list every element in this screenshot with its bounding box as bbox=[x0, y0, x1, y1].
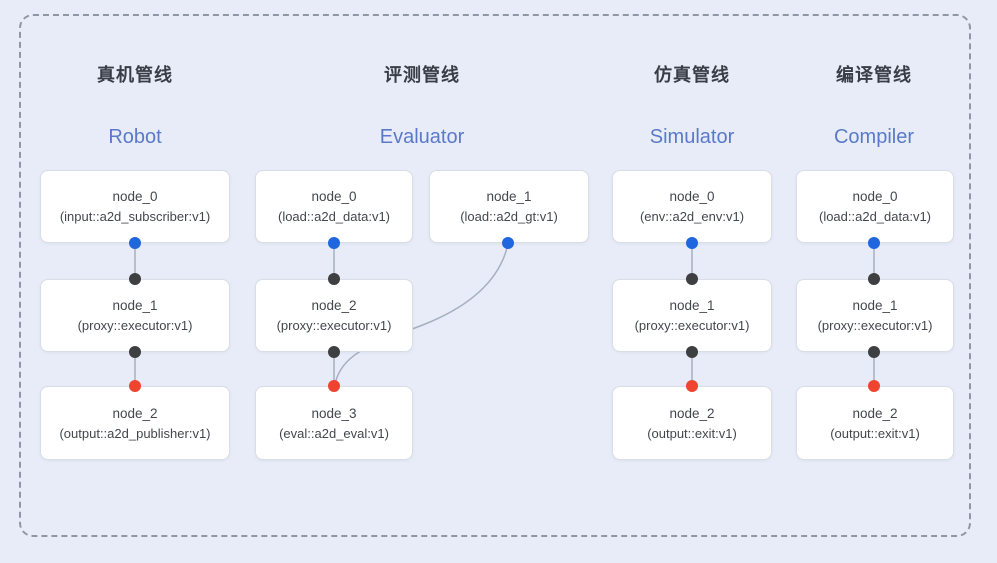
node-card-simulator-node0: node_0 (env::a2d_env:v1) bbox=[612, 170, 772, 243]
node-type: (load::a2d_data:v1) bbox=[818, 209, 932, 224]
node-name: node_2 bbox=[112, 405, 158, 421]
node-type: (output::exit:v1) bbox=[830, 425, 920, 441]
pipeline-title-en-evaluator: Evaluator bbox=[379, 126, 465, 148]
node-card-robot-node0: node_0 (input::a2d_subscriber:v1) bbox=[40, 170, 230, 243]
node-card-compiler-node0: node_0 (load::a2d_data:v1) bbox=[796, 170, 954, 243]
node-card-compiler-node1: node_1 (proxy::executor:v1) bbox=[796, 279, 954, 352]
node-card-evaluator-node2: node_2 (proxy::executor:v1) bbox=[255, 279, 413, 352]
node-name: node_2 bbox=[669, 405, 715, 421]
node-name: node_0 bbox=[669, 189, 715, 204]
node-name: node_2 bbox=[852, 405, 898, 421]
node-type: (proxy::executor:v1) bbox=[817, 318, 933, 333]
pipeline-title-en-simulator: Simulator bbox=[649, 126, 735, 148]
node-type: (proxy::executor:v1) bbox=[77, 318, 193, 333]
pipeline-title-zh-compiler: 编译管线 bbox=[836, 65, 912, 85]
pipeline-title-zh-evaluator: 评测管线 bbox=[384, 65, 460, 85]
node-card-simulator-node2: node_2 (output::exit:v1) bbox=[612, 386, 772, 460]
node-card-robot-node1: node_1 (proxy::executor:v1) bbox=[40, 279, 230, 352]
node-name: node_2 bbox=[311, 298, 357, 313]
node-name: node_3 bbox=[311, 405, 357, 421]
node-card-robot-node2: node_2 (output::a2d_publisher:v1) bbox=[40, 386, 230, 460]
node-name: node_0 bbox=[112, 189, 158, 204]
node-name: node_1 bbox=[112, 298, 158, 313]
node-name: node_1 bbox=[852, 298, 898, 313]
node-name: node_1 bbox=[669, 298, 715, 313]
node-card-evaluator-node1: node_1 (load::a2d_gt:v1) bbox=[429, 170, 589, 243]
node-name: node_0 bbox=[852, 189, 898, 204]
node-type: (load::a2d_data:v1) bbox=[277, 209, 391, 224]
node-card-compiler-node2: node_2 (output::exit:v1) bbox=[796, 386, 954, 460]
pipeline-group-frame bbox=[19, 14, 971, 537]
node-type: (proxy::executor:v1) bbox=[634, 318, 750, 333]
node-card-evaluator-node3: node_3 (eval::a2d_eval:v1) bbox=[255, 386, 413, 460]
node-card-evaluator-node0: node_0 (load::a2d_data:v1) bbox=[255, 170, 413, 243]
pipeline-title-zh-simulator: 仿真管线 bbox=[654, 65, 730, 85]
node-type: (eval::a2d_eval:v1) bbox=[279, 425, 389, 441]
node-type: (input::a2d_subscriber:v1) bbox=[59, 209, 211, 224]
node-name: node_0 bbox=[311, 189, 357, 204]
node-name: node_1 bbox=[486, 189, 532, 204]
pipeline-title-en-compiler: Compiler bbox=[833, 126, 915, 148]
node-type: (env::a2d_env:v1) bbox=[639, 209, 745, 224]
pipeline-title-zh-robot: 真机管线 bbox=[97, 65, 173, 85]
node-type: (output::a2d_publisher:v1) bbox=[59, 425, 211, 441]
node-card-simulator-node1: node_1 (proxy::executor:v1) bbox=[612, 279, 772, 352]
node-type: (proxy::executor:v1) bbox=[276, 318, 392, 333]
pipeline-title-en-robot: Robot bbox=[108, 126, 162, 148]
node-type: (load::a2d_gt:v1) bbox=[460, 209, 558, 224]
node-type: (output::exit:v1) bbox=[647, 425, 737, 441]
